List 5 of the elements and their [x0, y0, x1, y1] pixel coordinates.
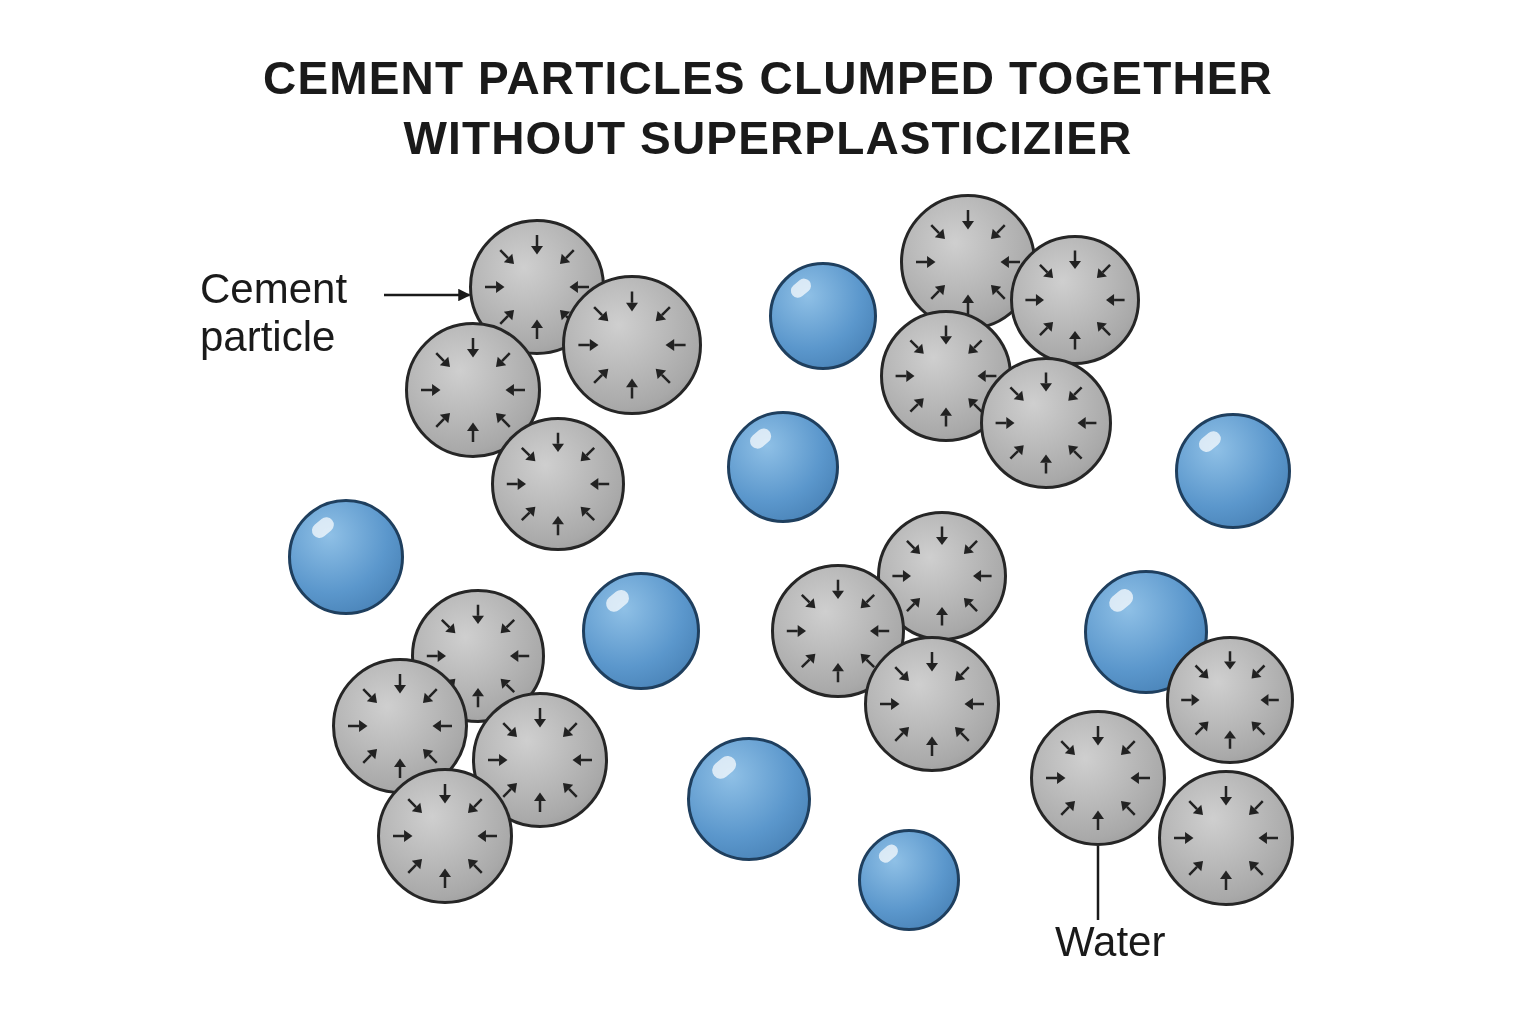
- leader-line: [1096, 846, 1100, 920]
- title: CEMENT PARTICLES CLUMPED TOGETHER WITHOUT SUPERPLASTICIZIER: [262, 51, 1274, 166]
- leader-line: [384, 288, 471, 302]
- callout-label: Cement particle: [200, 265, 378, 361]
- callout-label: Water: [1055, 918, 1195, 966]
